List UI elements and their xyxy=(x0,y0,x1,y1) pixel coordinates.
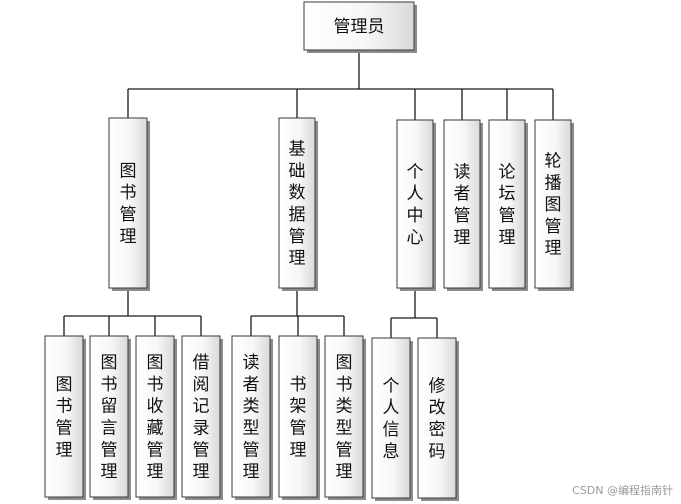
node-forum-box xyxy=(488,119,526,289)
node-personal-center-label: 个人中心 xyxy=(407,162,424,247)
node-basic-data-child-2: 图书类型管理 xyxy=(324,335,366,500)
node-personal-center-box xyxy=(396,119,434,289)
node-basic-data-child-1: 书架管理 xyxy=(278,335,320,500)
node-personal-center: 个人中心 xyxy=(396,119,436,291)
node-carousel-label: 轮播图管理 xyxy=(545,152,562,259)
node-books: 图书管理 xyxy=(108,117,150,291)
connector-lines xyxy=(63,50,554,338)
node-basic-data-child-0-label: 读者类型管理 xyxy=(243,353,260,482)
node-books-box xyxy=(108,117,148,289)
node-basic-data: 基础数据管理 xyxy=(278,117,318,291)
node-personal-center-child-0: 个人信息 xyxy=(371,337,413,501)
node-carousel: 轮播图管理 xyxy=(534,119,574,291)
node-books-child-1: 图书留言管理 xyxy=(89,335,131,500)
node-books-child-0-box xyxy=(44,335,84,498)
node-basic-data-child-1-box xyxy=(278,335,318,498)
node-basic-data-child-2-box xyxy=(324,335,364,498)
watermark: CSDN @编程指南针 xyxy=(572,484,673,497)
node-basic-data-child-1-label: 书架管理 xyxy=(290,375,307,460)
node-personal-center-child-0-box xyxy=(371,337,411,499)
root-node-admin-box xyxy=(303,1,415,51)
node-personal-center-child-1-box xyxy=(417,337,457,499)
node-books-child-1-label: 图书留言管理 xyxy=(101,353,118,482)
node-carousel-box xyxy=(534,119,572,289)
node-basic-data-child-2-label: 图书类型管理 xyxy=(336,353,353,482)
node-readers-label: 读者管理 xyxy=(454,162,471,247)
node-basic-data-box xyxy=(278,117,316,289)
node-books-child-0: 图书管理 xyxy=(44,335,86,500)
node-books-child-3-box xyxy=(181,335,221,498)
diagram-nodes: 管理员图书管理基础数据管理个人中心读者管理论坛管理轮播图管理图书管理图书留言管理… xyxy=(44,1,574,501)
node-books-label: 图书管理 xyxy=(120,161,137,246)
node-books-child-2: 图书收藏管理 xyxy=(135,335,177,500)
node-forum: 论坛管理 xyxy=(488,119,528,291)
node-readers: 读者管理 xyxy=(443,119,483,291)
node-books-child-2-label: 图书收藏管理 xyxy=(147,353,164,482)
node-basic-data-child-0-box xyxy=(231,335,271,498)
root-node-admin-label: 管理员 xyxy=(334,17,385,37)
node-books-child-0-label: 图书管理 xyxy=(56,375,73,460)
node-personal-center-child-1-label: 修改密码 xyxy=(429,376,446,461)
node-forum-label: 论坛管理 xyxy=(499,162,516,247)
node-basic-data-child-0: 读者类型管理 xyxy=(231,335,273,500)
node-books-child-1-box xyxy=(89,335,129,498)
node-readers-box xyxy=(443,119,481,289)
node-books-child-3-label: 借阅记录管理 xyxy=(193,353,210,482)
node-personal-center-child-1: 修改密码 xyxy=(417,337,459,501)
node-books-child-2-box xyxy=(135,335,175,498)
root-node-admin: 管理员 xyxy=(303,1,417,53)
node-books-child-3: 借阅记录管理 xyxy=(181,335,223,500)
node-basic-data-label: 基础数据管理 xyxy=(289,140,306,269)
node-personal-center-child-0-label: 个人信息 xyxy=(383,376,400,461)
